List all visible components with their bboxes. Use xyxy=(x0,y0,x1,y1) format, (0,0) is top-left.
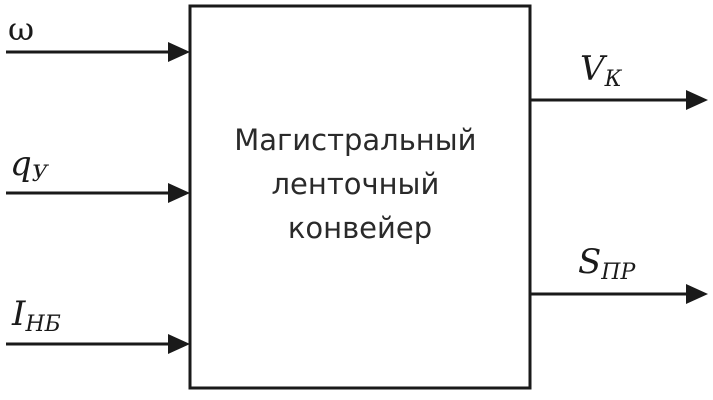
input-i-nb-symbol: I xyxy=(11,294,26,334)
block-label: Магистральный ленточный конвейер xyxy=(234,123,485,245)
input-q-y-symbol: q xyxy=(10,144,32,184)
block-label-line-3: конвейер xyxy=(288,211,432,245)
input-omega-arrowhead xyxy=(168,42,190,62)
conveyor-block xyxy=(188,4,532,390)
output-v-k-subscript: К xyxy=(604,67,623,92)
input-q-y-subscript: У xyxy=(32,162,50,187)
output-s-pr-subscript: ПР xyxy=(600,260,636,285)
output-s-pr-symbol: S xyxy=(578,242,601,282)
input-i-nb-subscript: НБ xyxy=(24,312,60,337)
output-v-k-arrowhead xyxy=(686,90,708,110)
block-label-line-2: ленточный xyxy=(271,167,439,201)
output-s-pr-arrowhead xyxy=(686,284,708,304)
block-label-line-1: Магистральный xyxy=(234,123,476,157)
input-omega: ω xyxy=(6,10,190,62)
output-v-k-symbol: V xyxy=(580,49,608,89)
input-i-nb: IНБ xyxy=(6,294,190,354)
input-q-y-arrowhead xyxy=(168,183,190,203)
input-q-y: qУ xyxy=(6,144,190,203)
input-q-y-label: qУ xyxy=(10,144,50,187)
input-i-nb-arrowhead xyxy=(168,334,190,354)
output-s-pr: SПР xyxy=(530,242,708,304)
input-omega-label: ω xyxy=(8,10,34,48)
output-s-pr-label: SПР xyxy=(578,242,636,285)
input-i-nb-label: IНБ xyxy=(11,294,61,337)
output-v-k: VК xyxy=(530,49,708,110)
output-v-k-label: VК xyxy=(580,49,623,92)
